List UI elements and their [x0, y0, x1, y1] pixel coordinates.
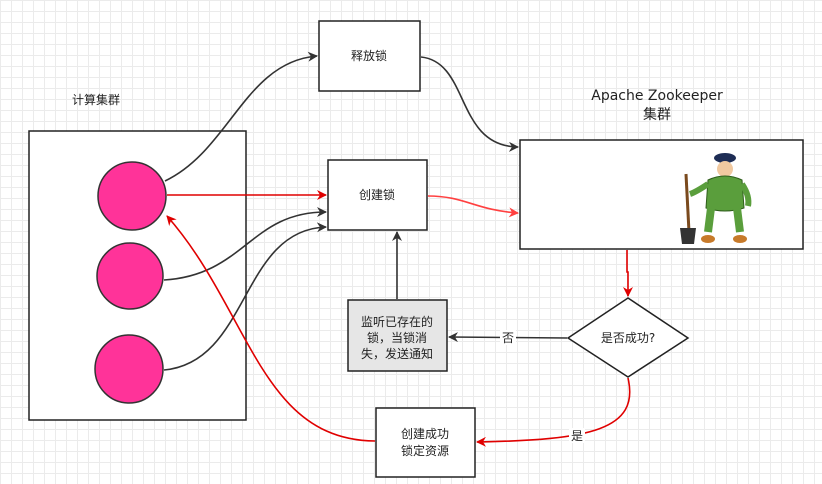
client-node-3 [94, 334, 164, 404]
edge-label-no: 否 [502, 331, 514, 345]
create-lock-box [327, 159, 428, 231]
zookeeper-title-line2: 集群 [643, 106, 671, 123]
edge-zookeeper-to-decision [623, 250, 633, 297]
zookeeper-mascot-icon [680, 153, 752, 244]
edge-node3-to-create-lock [163, 222, 327, 371]
create-lock-label: 创建锁 [359, 187, 395, 202]
cluster-title: 计算集群 [72, 92, 120, 107]
edge-decision-yes-to-success [476, 377, 631, 447]
edge-node2-to-create-lock [163, 207, 327, 281]
edge-release-lock-to-zookeeper [420, 56, 519, 152]
lock-acquired-box [375, 407, 476, 478]
client-node-2 [96, 242, 164, 310]
lock-acquired-line1: 创建成功 [401, 427, 449, 441]
release-lock-label: 释放锁 [351, 48, 387, 63]
edge-create-lock-to-zookeeper [427, 195, 519, 218]
edge-label-no-bg [500, 330, 516, 345]
client-node-1 [97, 161, 167, 231]
watch-lock-box [347, 299, 448, 372]
watch-lock-line1: 监听已存在的 [361, 314, 433, 329]
edge-node1-to-release-lock [164, 51, 318, 182]
release-lock-box [318, 20, 421, 92]
edge-success-to-node1 [166, 215, 376, 442]
edge-label-yes-bg [569, 428, 585, 443]
watch-lock-line2: 锁，当锁消 [367, 330, 427, 345]
edge-label-yes: 是 [571, 429, 583, 443]
lock-acquired-line2: 锁定资源 [401, 443, 449, 458]
zookeeper-title-line1: Apache Zookeeper [591, 88, 723, 104]
success-decision-label: 是否成功? [601, 331, 655, 345]
watch-lock-line3: 失，发送通知 [361, 346, 433, 361]
success-decision-diamond [566, 297, 690, 378]
zookeeper-cluster-box [519, 139, 804, 250]
